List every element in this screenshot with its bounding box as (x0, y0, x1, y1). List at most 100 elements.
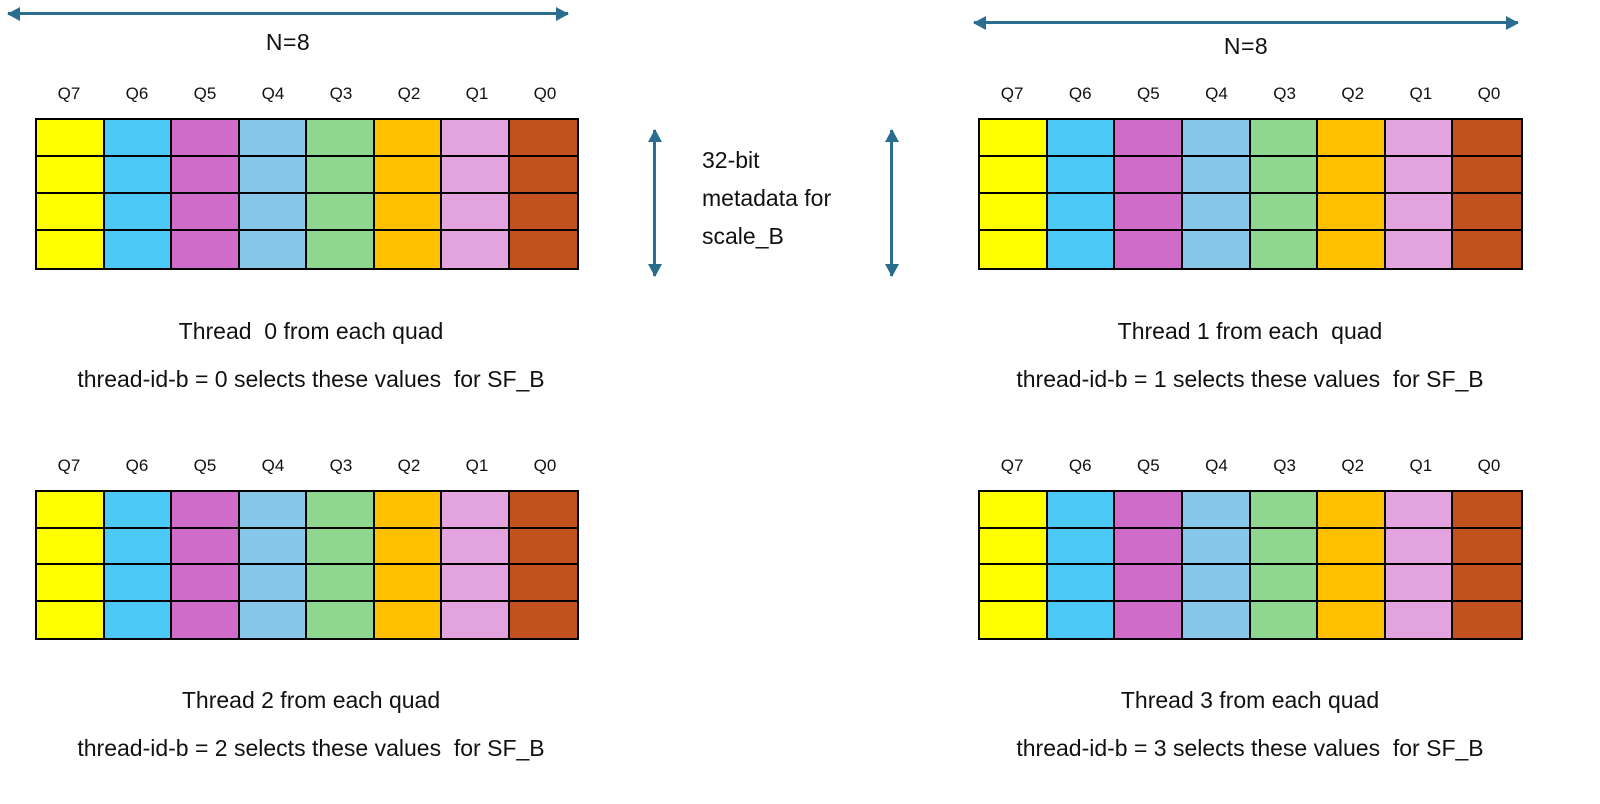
quad-cell-Q6-row2 (1047, 194, 1116, 231)
quad-cell-Q1-row3 (442, 231, 510, 268)
metadata-annotation-line3: scale_B (702, 223, 784, 249)
quad-label: Q5 (1136, 456, 1160, 475)
quad-cell-Q3-row3 (307, 231, 375, 268)
quad-cell-Q7-row0 (980, 492, 1048, 529)
quad-cell-Q7-row3 (980, 231, 1048, 268)
quad-label: Q1 (1409, 84, 1433, 103)
quad-cell-Q6-row0 (1047, 492, 1116, 529)
quad-cell-Q0-row2 (509, 194, 577, 231)
quad-cell-Q4-row3 (1182, 601, 1251, 638)
quad-cell-Q0-row3 (1453, 231, 1521, 268)
quad-cell-Q7-row2 (980, 565, 1048, 602)
quad-cell-Q7-row0 (37, 120, 105, 157)
quad-cell-Q4-row3 (239, 601, 307, 638)
quad-label: Q5 (1136, 84, 1160, 103)
n8-width-arrow-left (7, 6, 569, 21)
quad-cell-Q4-row2 (239, 565, 307, 602)
quad-label: Q4 (1205, 84, 1228, 103)
quad-cell-Q3-row2 (307, 194, 375, 231)
quad-cell-Q3-row0 (307, 120, 375, 157)
quad-label: Q6 (125, 456, 149, 475)
quad-cell-Q2-row2 (1318, 565, 1386, 602)
caption-thread-0-line1: Thread 0 from each quad (178, 318, 444, 344)
quad-label: Q7 (1000, 456, 1024, 475)
metadata-annotation-line1: 32-bit (702, 147, 760, 173)
caption-thread-1-line1: Thread 1 from each quad (1117, 318, 1383, 344)
quad-cell-Q6-row1 (1047, 157, 1116, 194)
quad-cell-Q3-row1 (1250, 157, 1319, 194)
caption-thread-0-line2: thread-id-b = 0 selects these values for… (77, 366, 545, 392)
quad-cell-Q0-row1 (509, 157, 577, 194)
quad-cell-Q1-row2 (1385, 565, 1454, 602)
quad-cell-Q1-row0 (1385, 492, 1454, 529)
quad-cell-Q2-row2 (374, 565, 442, 602)
quad-cell-Q5-row0 (1115, 492, 1183, 529)
quad-cell-Q7-row2 (37, 565, 105, 602)
quad-cell-Q3-row1 (1250, 528, 1319, 565)
metadata-annotation-line2: metadata for (702, 185, 832, 211)
caption-thread-1-line2: thread-id-b = 1 selects these values for… (1016, 366, 1484, 392)
quad-cell-Q2-row3 (1318, 231, 1386, 268)
quad-cell-Q1-row1 (442, 157, 510, 194)
quad-cell-Q2-row0 (1318, 120, 1386, 157)
n8-label-right: N=8 (1223, 33, 1269, 59)
quad-grid-thread-0 (35, 118, 579, 270)
quad-cell-Q2-row1 (374, 528, 442, 565)
quad-cell-Q6-row1 (1047, 528, 1116, 565)
quad-label: Q6 (125, 84, 149, 103)
quad-cell-Q0-row0 (1453, 492, 1521, 529)
quad-cell-Q1-row3 (1385, 231, 1454, 268)
quad-cell-Q5-row1 (1115, 528, 1183, 565)
quad-cell-Q5-row1 (1115, 157, 1183, 194)
quad-cell-Q7-row2 (37, 194, 105, 231)
quad-cell-Q5-row3 (172, 601, 240, 638)
quad-cell-Q2-row3 (374, 601, 442, 638)
quad-cell-Q4-row0 (1182, 492, 1251, 529)
quad-cell-Q0-row2 (1453, 565, 1521, 602)
quad-cell-Q4-row0 (239, 492, 307, 529)
quad-cell-Q6-row1 (104, 528, 172, 565)
quad-cell-Q0-row0 (509, 120, 577, 157)
quad-cell-Q1-row2 (442, 194, 510, 231)
quad-cell-Q3-row2 (1250, 194, 1319, 231)
quad-label: Q0 (533, 456, 557, 475)
quad-cell-Q2-row1 (374, 157, 442, 194)
quad-label: Q0 (1477, 84, 1501, 103)
quad-cell-Q0-row2 (509, 565, 577, 602)
n8-label-left: N=8 (265, 29, 311, 55)
quad-cell-Q1-row0 (442, 492, 510, 529)
quad-label: Q4 (261, 456, 285, 475)
quad-cell-Q0-row3 (509, 231, 577, 268)
quad-cell-Q7-row1 (980, 528, 1048, 565)
quad-label: Q7 (57, 456, 81, 475)
quad-cell-Q0-row3 (509, 601, 577, 638)
quad-cell-Q2-row2 (1318, 194, 1386, 231)
quad-label: Q1 (465, 84, 489, 103)
quad-cell-Q5-row2 (1115, 565, 1183, 602)
quad-label: Q4 (1205, 456, 1228, 475)
quad-cell-Q2-row1 (1318, 157, 1386, 194)
quad-label: Q6 (1068, 84, 1092, 103)
quad-cell-Q6-row2 (104, 194, 172, 231)
quad-grid-thread-2 (35, 490, 579, 640)
caption-thread-2-line1: Thread 2 from each quad (181, 687, 441, 713)
quad-cell-Q7-row0 (980, 120, 1048, 157)
quad-cell-Q6-row0 (1047, 120, 1116, 157)
quad-label: Q0 (1477, 456, 1501, 475)
quad-cell-Q4-row1 (1182, 528, 1251, 565)
quad-cell-Q1-row2 (1385, 194, 1454, 231)
quad-cell-Q6-row2 (104, 565, 172, 602)
quad-cell-Q4-row2 (1182, 194, 1251, 231)
quad-cell-Q1-row0 (442, 120, 510, 157)
quad-cell-Q0-row2 (1453, 194, 1521, 231)
quad-cell-Q6-row3 (1047, 231, 1116, 268)
quad-label: Q5 (193, 456, 217, 475)
n8-width-arrow-right (973, 15, 1519, 30)
quad-label: Q2 (397, 84, 421, 103)
quad-cell-Q4-row3 (239, 231, 307, 268)
quad-cell-Q5-row2 (172, 194, 240, 231)
quad-cell-Q5-row0 (172, 492, 240, 529)
quad-cell-Q6-row0 (104, 492, 172, 529)
